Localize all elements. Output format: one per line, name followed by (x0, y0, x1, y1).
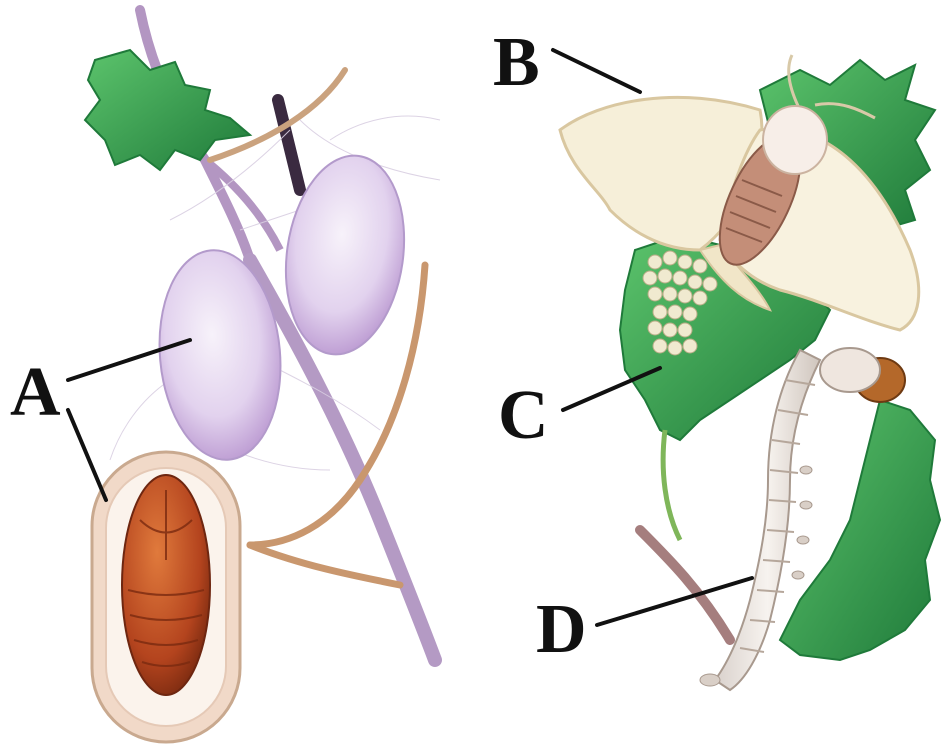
label-a: A (10, 354, 61, 431)
moth-leaf-illustration (560, 55, 940, 690)
leader-a-cross-section (68, 410, 106, 500)
label-d: D (536, 591, 587, 668)
label-c: C (498, 377, 549, 454)
label-b-group: B (493, 24, 640, 101)
leader-b (553, 50, 640, 92)
cocoon-cross-section (92, 452, 240, 742)
larva-leaf (780, 400, 940, 660)
label-b: B (493, 24, 540, 101)
leader-d (597, 578, 752, 625)
cocoon-branch-illustration (85, 10, 440, 742)
